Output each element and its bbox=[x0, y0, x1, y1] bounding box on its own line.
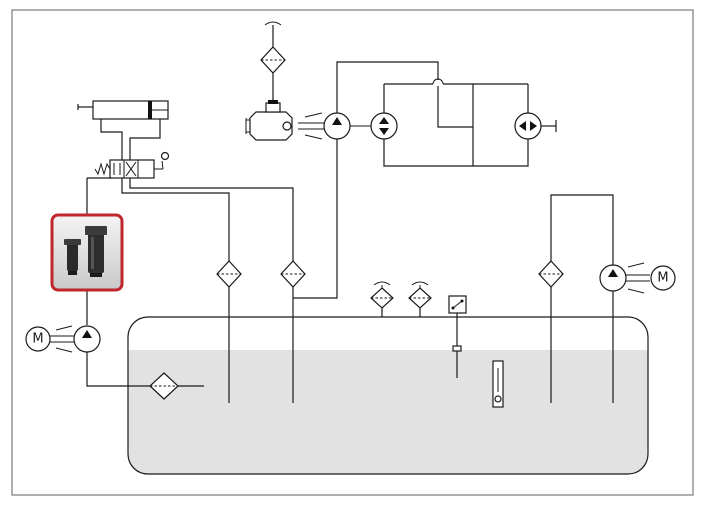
return-filter-2 bbox=[280, 260, 306, 288]
tank-outline bbox=[127, 316, 649, 475]
right-circuit: M bbox=[538, 194, 676, 403]
motor-right-label: M bbox=[657, 271, 668, 286]
pump-top bbox=[323, 112, 351, 140]
level-gauge bbox=[492, 360, 504, 408]
top-circuit bbox=[245, 21, 557, 299]
spring-icon bbox=[94, 162, 111, 176]
left-motor-pump-group: M bbox=[25, 177, 204, 400]
directional-valve bbox=[109, 159, 155, 179]
breather-filter-1 bbox=[370, 281, 394, 317]
air-filter-top bbox=[260, 46, 286, 74]
suction-filter bbox=[149, 372, 179, 400]
pump-left bbox=[73, 325, 101, 353]
filter-product-photo bbox=[50, 213, 124, 292]
motor-right bbox=[650, 265, 676, 291]
breather-filter-2 bbox=[408, 281, 432, 317]
cylinder-and-valve bbox=[77, 100, 294, 403]
motor-left bbox=[25, 326, 51, 352]
return-filter-right bbox=[538, 260, 564, 288]
hydraulic-motor bbox=[514, 112, 542, 140]
motor-left-label: M bbox=[32, 332, 43, 347]
combustion-engine bbox=[245, 100, 293, 141]
return-filter-1 bbox=[216, 260, 242, 288]
reservoir-tank bbox=[127, 316, 649, 475]
pump-variable bbox=[370, 112, 398, 140]
level-switch bbox=[448, 295, 467, 378]
pump-right bbox=[599, 264, 627, 292]
fluid-level bbox=[128, 350, 648, 474]
